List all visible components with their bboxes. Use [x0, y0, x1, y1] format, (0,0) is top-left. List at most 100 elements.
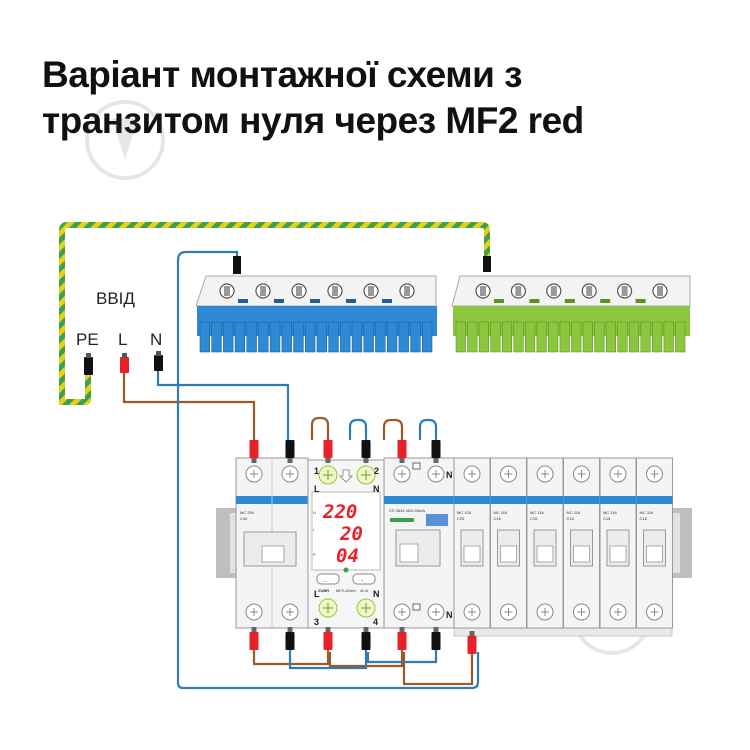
busbar-tooth: [351, 321, 363, 353]
phase-connector: [467, 631, 477, 654]
busbar-tooth: [223, 321, 234, 353]
busbar-tooth: [234, 321, 246, 353]
busbar-tooth: [269, 321, 281, 353]
bottom-neutral-wire-1: [288, 650, 368, 670]
busbar-hole: [529, 299, 540, 303]
busbar-tooth: [663, 321, 674, 353]
top-phase-loop-2: [382, 418, 404, 440]
busbar-hole: [382, 299, 392, 303]
neutral-bus-connector: [233, 256, 241, 274]
breaker-rating: C16: [640, 516, 648, 521]
relay-plus-button[interactable]: [352, 573, 376, 585]
input-n-label: N: [150, 330, 162, 349]
busbar-tooth: [640, 321, 651, 353]
top-neutral-loop-2: [418, 418, 438, 440]
title-line-1: Варіант монтажної схеми з: [42, 54, 523, 95]
busbar-tooth: [513, 321, 524, 353]
busbar-tooth: [363, 321, 374, 353]
breaker-model: MC 116: [530, 510, 544, 515]
busbar-screw-slot: [404, 286, 410, 296]
busbar-tooth: [675, 321, 686, 353]
busbar-hole: [494, 299, 504, 303]
busbar-screw-slot: [657, 286, 663, 296]
neutral-busbar: [195, 275, 437, 353]
busbar-tooth: [594, 321, 605, 353]
phase-connector: [397, 627, 407, 650]
relay-top-n: N: [373, 484, 380, 494]
rcd-device: CS 3644 40/0.03mA: [383, 457, 455, 629]
busbar-tooth: [375, 321, 386, 353]
pe-busbar: [451, 275, 691, 353]
breaker-rating: C16: [494, 516, 502, 521]
relay-brand: ZUBR: [318, 588, 329, 593]
busbar-tooth: [410, 321, 421, 353]
relay-side-i: I: [313, 527, 314, 532]
watermark-icon: [85, 100, 165, 180]
relay-minus-label: —: [323, 578, 327, 583]
neutral-connector: [431, 440, 441, 463]
busbar-tooth: [316, 321, 327, 353]
main-breaker: MC 250 C40: [235, 457, 309, 629]
busbar-screw-slot: [550, 286, 557, 296]
busbar-tooth: [199, 321, 210, 353]
relay-model: MF2-40red: [336, 588, 356, 593]
input-pe-label: PE: [76, 330, 99, 349]
phase-connector: [249, 440, 259, 463]
neutral-bus-feed-wire: [176, 250, 480, 690]
phase-connector: [249, 627, 259, 650]
busbar-tooth: [605, 321, 617, 353]
busbar-screw-slot: [368, 286, 374, 296]
neutral-mark-bottom: N: [446, 610, 453, 620]
busbar-tooth: [340, 321, 351, 353]
main-breaker-model: MC 250: [240, 510, 255, 515]
pe-wire: [59, 222, 490, 405]
busbar-screw-slot: [515, 286, 522, 296]
busbar-tooth: [582, 321, 593, 353]
neutral-connector: [361, 627, 371, 650]
neutral-mark-top: N: [446, 470, 453, 480]
busbar-screw-slot: [224, 286, 230, 296]
relay-rating: 40 A: [360, 588, 368, 593]
busbar-tooth: [246, 321, 257, 353]
input-n-connector: [154, 351, 163, 371]
phase-connector: [323, 627, 333, 650]
relay-status-led: [343, 567, 349, 573]
input-pe-connector: [84, 353, 93, 375]
busbar-tooth: [328, 321, 339, 353]
busbar-screw-slot: [332, 286, 338, 296]
main-breaker-rating: C40: [240, 516, 248, 521]
busbar-tooth: [536, 321, 547, 353]
bottom-neutral-wire-2: [366, 650, 438, 664]
voltage-relay: 1 2 3 4 L N L N U I P 220 20 04 — + ZUBR…: [307, 459, 385, 629]
busbar-tooth: [548, 321, 559, 353]
relay-display-voltage: 220: [322, 501, 357, 523]
relay-bottom-l: L: [314, 589, 320, 599]
busbar-tooth: [211, 321, 222, 353]
rcd-model: CS 3644 40/0.03mA: [389, 508, 425, 513]
busbar-tooth: [571, 321, 582, 353]
relay-terminal-3: 3: [314, 617, 319, 627]
input-l-connector: [120, 353, 129, 373]
breaker-rating: C16: [530, 516, 538, 521]
top-neutral-loop: [348, 418, 368, 440]
busbar-tooth: [559, 321, 570, 353]
relay-minus-button[interactable]: [316, 573, 340, 585]
input-label: ВВІД: [96, 289, 135, 308]
breaker-model: MC 125: [457, 510, 472, 515]
bottom-connectors: [249, 627, 477, 654]
neutral-connector: [361, 440, 371, 463]
busbar-tooth: [524, 321, 536, 353]
busbar-hole: [564, 299, 575, 303]
breaker-model: MC 116: [603, 510, 617, 515]
busbar-hole: [238, 299, 248, 303]
neutral-connector: [285, 440, 295, 463]
busbar-hole: [635, 299, 646, 303]
relay-top-l: L: [314, 484, 320, 494]
relay-terminal-1: 1: [314, 466, 319, 476]
top-phase-loop-1: [310, 416, 330, 440]
